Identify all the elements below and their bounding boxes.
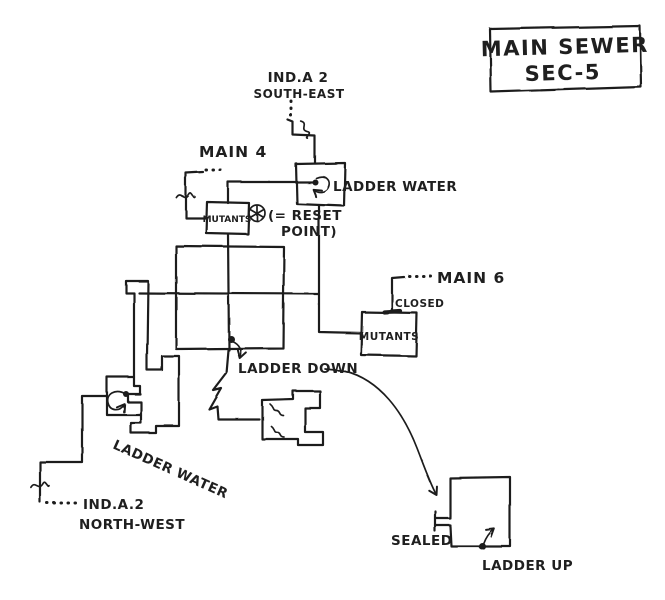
label-ladder-up: LADDER UP [482, 558, 573, 574]
break-mark-main4 [175, 192, 196, 199]
map-title-line2: SEC-5 [524, 60, 601, 86]
ladder-up-point [478, 542, 486, 550]
label-sealed: SEALED [391, 533, 452, 549]
ladder-water-bottom-arrow [106, 390, 127, 414]
reset-point-asterisk [250, 205, 264, 221]
corridor-grid-horizontal [137, 291, 320, 296]
label-main4: MAIN 4 [199, 143, 267, 161]
pointer-dash [324, 368, 346, 372]
map-linework [30, 24, 643, 550]
label-exit-southeast-line2: SOUTH-EAST [253, 87, 344, 101]
room-ladder-water-top [294, 161, 347, 208]
map-labels: MAIN SEWER SEC-5 IND.A 2 SOUTH-EAST MAIN… [79, 33, 649, 574]
label-ladder-water-bottom: LADDER WATER [110, 437, 230, 502]
corridor-ladder-to-mutants-right [317, 204, 364, 335]
corridor-zigzag [207, 348, 261, 421]
ladder-water-top-arrow [312, 175, 330, 199]
ladder-down-arrow [231, 340, 247, 360]
label-main6: MAIN 6 [437, 269, 505, 287]
break-mark-northwest [30, 481, 50, 489]
label-mutants-right: MUTANTS [359, 331, 419, 343]
label-reset-note-line1: (= RESET [268, 208, 342, 224]
hatched-water-shaft [124, 279, 181, 435]
sealed-stub [433, 509, 452, 533]
label-exit-northwest-line1: IND.A.2 [83, 497, 144, 513]
room-mutants-top [204, 200, 251, 236]
corridor-main4 [184, 170, 208, 220]
room-sealed [448, 475, 512, 548]
corridor-northwest [38, 394, 109, 504]
pointer-curve-to-sealed [344, 370, 438, 496]
corridor-southeast [286, 118, 317, 165]
label-reset-note-line2: POINT) [281, 224, 337, 240]
ladder-water-top-point [312, 179, 318, 185]
stairs-mark-1 [269, 403, 284, 416]
map-title-line1: MAIN SEWER [481, 33, 650, 61]
ladder-up-arrow [482, 527, 495, 545]
corridor-mutants-to-ladder [226, 180, 316, 205]
reset-point-symbol [248, 204, 266, 222]
corridor-mutants-down [226, 232, 231, 352]
label-closed: CLOSED [395, 298, 444, 310]
label-ladder-down: LADDER DOWN [238, 361, 358, 377]
label-ladder-water-top: LADDER WATER [333, 179, 457, 195]
stairs-mark-2 [270, 425, 285, 438]
label-mutants-top: MUTANTS [203, 215, 252, 225]
label-exit-southeast-line1: IND.A 2 [268, 70, 329, 86]
break-mark-southeast [300, 120, 311, 140]
room-grid [174, 244, 286, 351]
label-exit-northwest-line2: NORTH-WEST [79, 517, 185, 533]
room-stairs [260, 389, 325, 447]
corridor-main6 [390, 275, 406, 314]
title-box [488, 24, 643, 94]
